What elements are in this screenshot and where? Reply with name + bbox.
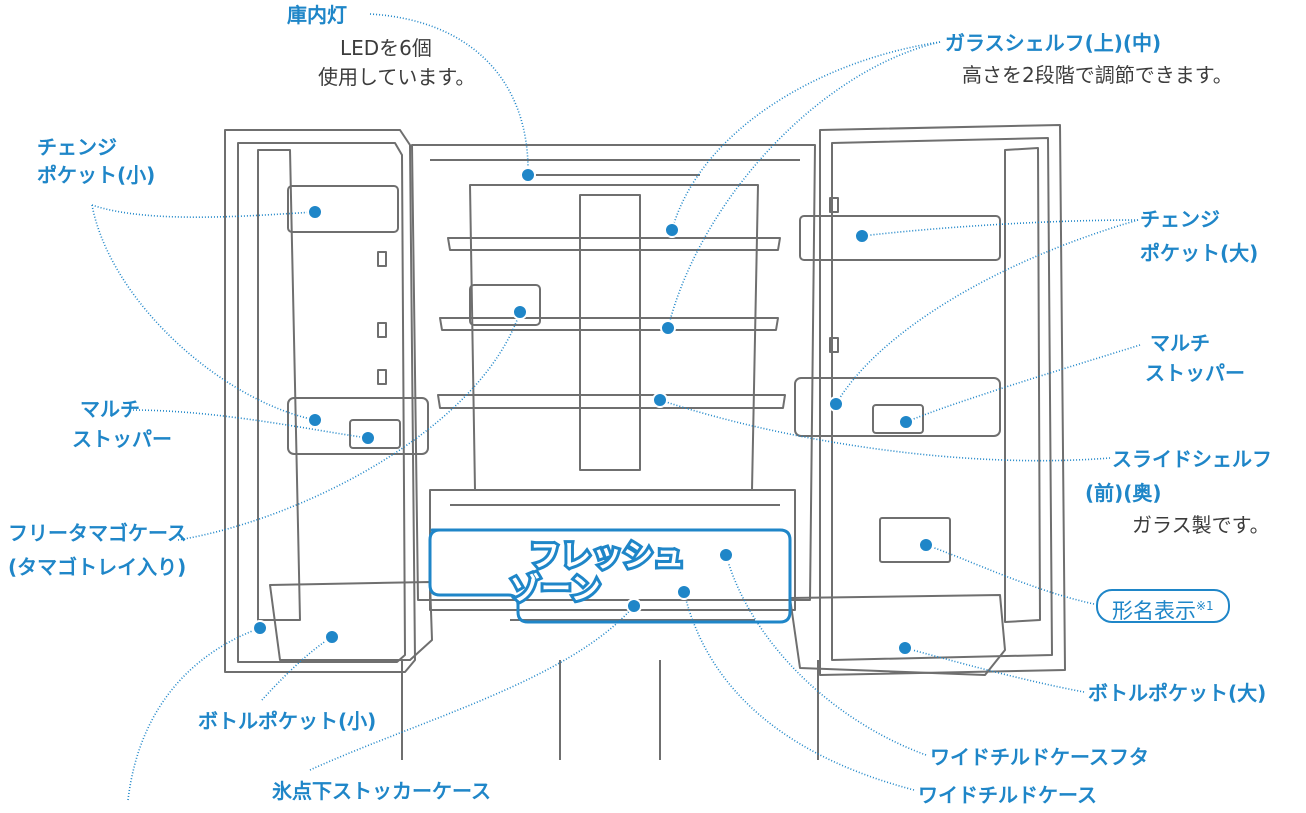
- callout-dot-door-gasket: [252, 620, 268, 636]
- leader-line-interior-light: [369, 13, 529, 176]
- fresh-zone-line-1: フレッシュ: [527, 537, 687, 576]
- label-wide-chilled-case: ワイドチルドケース: [918, 783, 1097, 807]
- callout-dot-interior-light: [520, 167, 536, 183]
- label-model-display: 形名表示: [1112, 599, 1196, 623]
- callout-dot-model-display: [918, 537, 934, 553]
- fresh-zone-line-2: ゾーン: [507, 570, 604, 609]
- callout-dot-multi-stopper-right-upper: [828, 396, 844, 412]
- leader-line-wide-chilled-lid: [725, 554, 927, 756]
- label-free-egg-case-2: (タマゴトレイ入り): [8, 555, 187, 579]
- callout-dot-change-pocket-large: [854, 228, 870, 244]
- leader-line-sub-zero-case: [309, 605, 635, 771]
- desc-interior-light-1: LEDを6個: [340, 36, 432, 60]
- leader-line-glass-shelf-middle: [667, 41, 941, 329]
- callout-dot-bottle-pocket-small: [324, 629, 340, 645]
- label-bottle-pocket-large: ボトルポケット(大): [1088, 681, 1267, 705]
- leader-line-bottle-pocket-large: [904, 647, 1085, 693]
- callout-dot-wide-chilled-lid: [718, 547, 734, 563]
- callout-dot-bottle-pocket-large: [897, 640, 913, 656]
- callout-dot-slide-shelf: [652, 392, 668, 408]
- leader-line-multi-stopper-left-upper: [91, 204, 316, 421]
- leader-line-model-display: [925, 544, 1095, 605]
- label-change-pocket-small-2: ポケット(小): [37, 163, 156, 187]
- desc-glass-shelf: 高さを2段階で調節できます。: [962, 63, 1233, 87]
- fresh-zone-label: フレッシュ ゾーン: [507, 537, 687, 609]
- label-multi-stopper-right-2: ストッパー: [1145, 361, 1245, 385]
- leader-line-free-egg-case: [177, 311, 521, 541]
- leader-line-wide-chilled-case: [683, 591, 915, 791]
- leader-line-multi-stopper-right-upper: [835, 219, 1139, 405]
- leader-line-door-gasket: [127, 627, 261, 801]
- callout-dot-multi-stopper-left-upper: [307, 412, 323, 428]
- callout-dot-wide-chilled-case: [676, 584, 692, 600]
- label-slide-shelf-1: スライドシェルフ: [1112, 447, 1272, 471]
- label-slide-shelf-2: (前)(奥): [1085, 481, 1162, 505]
- callout-dot-free-egg-case: [512, 304, 528, 320]
- callout-dot-glass-shelf-middle: [660, 320, 676, 336]
- leader-line-multi-stopper-right: [905, 344, 1141, 423]
- leader-line-glass-shelf-upper: [671, 41, 941, 231]
- label-sub-zero-case: 氷点下ストッカーケース: [272, 779, 491, 803]
- right-door: [789, 124, 1066, 676]
- label-wide-chilled-lid: ワイドチルドケースフタ: [930, 745, 1149, 769]
- label-change-pocket-large-2: ポケット(大): [1140, 241, 1259, 265]
- label-multi-stopper-left-2: ストッパー: [72, 427, 172, 451]
- label-glass-shelf: ガラスシェルフ(上)(中): [945, 31, 1162, 55]
- callout-dot-sub-zero-case: [626, 598, 642, 614]
- leader-line-multi-stopper-left: [129, 409, 369, 439]
- fresh-zone-outline: [428, 528, 792, 624]
- footnote-marker: ※1: [1196, 599, 1214, 613]
- leader-line-bottle-pocket-small: [261, 636, 333, 701]
- label-multi-stopper-left-1: マルチ: [80, 397, 140, 421]
- label-change-pocket-large-1: チェンジ: [1140, 207, 1220, 231]
- label-bottle-pocket-small: ボトルポケット(小): [198, 709, 377, 733]
- label-multi-stopper-right-1: マルチ: [1150, 331, 1210, 355]
- callout-dot-change-pocket-small: [307, 204, 323, 220]
- left-door: [224, 129, 433, 673]
- callout-dot-glass-shelf-upper: [664, 222, 680, 238]
- desc-slide-shelf: ガラス製です。: [1132, 513, 1270, 537]
- desc-interior-light-2: 使用しています。: [318, 65, 476, 89]
- callout-dot-multi-stopper-right: [898, 414, 914, 430]
- label-interior-light: 庫内灯: [287, 3, 347, 27]
- label-free-egg-case-1: フリータマゴケース: [8, 521, 187, 545]
- leader-line-change-pocket-small: [91, 204, 316, 218]
- leader-line-slide-shelf: [659, 399, 1111, 462]
- model-display-badge: 形名表示※1: [1096, 589, 1230, 623]
- cabinet: [401, 144, 819, 760]
- label-change-pocket-small-1: チェンジ: [37, 135, 117, 159]
- callout-dot-multi-stopper-left: [360, 430, 376, 446]
